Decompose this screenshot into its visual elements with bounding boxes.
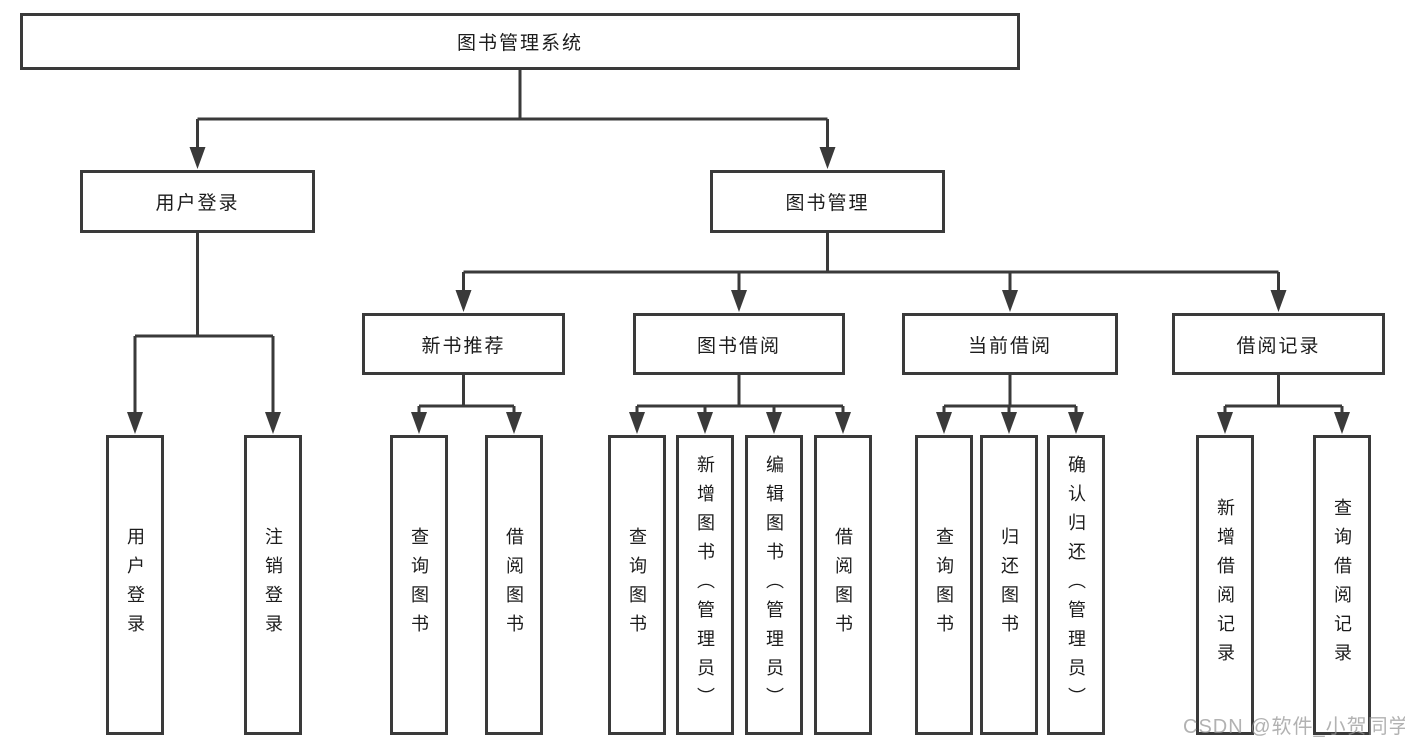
connector-newbook-to-leaves [417, 375, 516, 415]
node-label: 新书推荐 [421, 335, 506, 357]
leaf-query-book-borrow: 查询图书 [608, 435, 666, 735]
node-label: 借阅图书 [504, 527, 524, 643]
connector-borrowrecord-to-leaves [1223, 375, 1344, 415]
leaf-query-borrow-record: 查询借阅记录 [1313, 435, 1371, 735]
node-label: 新增借阅记录 [1215, 498, 1235, 672]
node-label: 查询图书 [627, 527, 647, 643]
node-label: 查询图书 [409, 527, 429, 643]
connector-root-to-level2 [196, 70, 829, 150]
leaf-return-book: 归还图书 [980, 435, 1038, 735]
node-label: 编辑图书（管理员） [764, 454, 784, 716]
leaf-edit-book-admin: 编辑图书（管理员） [745, 435, 803, 735]
node-label: 查询借阅记录 [1332, 498, 1352, 672]
node-new-book-recommend: 新书推荐 [362, 313, 565, 375]
csdn-watermark: CSDN @软件_小贺同学 [1183, 716, 1405, 738]
node-borrow-record: 借阅记录 [1172, 313, 1385, 375]
leaf-borrow-book-recommend: 借阅图书 [485, 435, 543, 735]
leaf-query-book-recommend: 查询图书 [390, 435, 448, 735]
leaf-add-book-admin: 新增图书（管理员） [676, 435, 734, 735]
connector-bookborrow-to-leaves [635, 375, 845, 415]
node-root-library-system: 图书管理系统 [20, 13, 1020, 70]
arrow-down-icon [127, 412, 281, 434]
node-book-borrow: 图书借阅 [633, 313, 845, 375]
connector-userlogin-to-leaves [133, 233, 275, 415]
connector-bookmgmt-to-level3 [462, 233, 1280, 293]
node-label: 归还图书 [999, 527, 1019, 643]
leaf-query-book-current: 查询图书 [915, 435, 973, 735]
node-label: 查询图书 [934, 527, 954, 643]
node-label: 确认归还（管理员） [1066, 454, 1086, 716]
node-label: 图书管理系统 [456, 33, 583, 54]
node-label: 新增图书（管理员） [695, 454, 715, 716]
node-label: 借阅记录 [1236, 335, 1321, 357]
node-book-management: 图书管理 [710, 170, 945, 233]
node-label: 借阅图书 [833, 527, 853, 643]
node-label: 用户登录 [155, 193, 240, 214]
node-label: 用户登录 [125, 527, 145, 643]
connector-currentborrow-to-leaves [942, 375, 1078, 415]
leaf-borrow-book-borrow: 借阅图书 [814, 435, 872, 735]
leaf-user-login: 用户登录 [106, 435, 164, 735]
arrow-down-icon [189, 147, 836, 169]
arrow-down-icon [411, 412, 1350, 434]
node-label: 图书管理 [785, 193, 870, 214]
node-label: 图书借阅 [696, 335, 781, 357]
leaf-confirm-return-admin: 确认归还（管理员） [1047, 435, 1105, 735]
leaf-logout: 注销登录 [244, 435, 302, 735]
node-label: 当前借阅 [967, 335, 1052, 357]
node-current-borrow: 当前借阅 [902, 313, 1118, 375]
node-user-login: 用户登录 [80, 170, 315, 233]
leaf-add-borrow-record: 新增借阅记录 [1196, 435, 1254, 735]
node-label: 注销登录 [263, 527, 283, 643]
arrow-down-icon [455, 290, 1287, 312]
